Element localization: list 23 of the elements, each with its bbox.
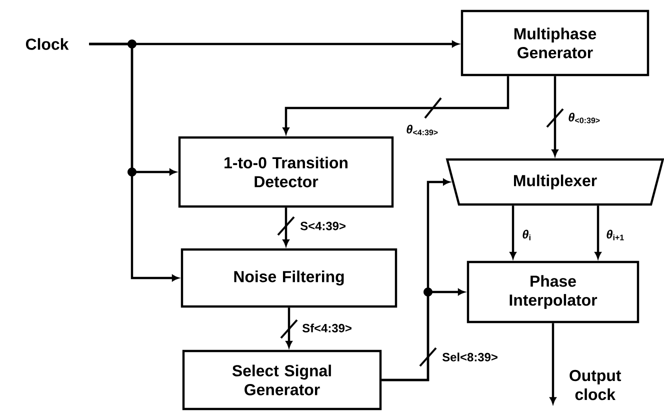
- edge-label: θ$_{i+1}$: [605, 228, 626, 242]
- arrow: [382, 288, 465, 382]
- edge-label: Output clock: [563, 368, 628, 402]
- signal-label: Clock: [26, 38, 69, 50]
- arrow: [552, 76, 558, 156]
- arrow: [282, 76, 510, 134]
- block-box: Select Signal Generator: [182, 350, 382, 410]
- edge-label: θ$_{i}$: [521, 228, 532, 242]
- edge-label: θ$_{<0:39>}$: [567, 112, 602, 124]
- arrow: [286, 308, 292, 348]
- arrow: [594, 206, 602, 259]
- edge-label: Sel<8:39>: [441, 352, 499, 362]
- block-box: Noise Filtering: [180, 248, 398, 308]
- arrow: [510, 206, 516, 259]
- edge-label: Sf<4:39>: [301, 322, 353, 334]
- block-box: 1-to-0 Transition Detector: [178, 136, 394, 208]
- block-box: Phase Interpolator: [466, 260, 640, 324]
- edge-label: S<4:39>: [299, 220, 347, 232]
- arrow: [89, 42, 179, 282]
- edge-label: θ$_{<4:39>}$: [405, 124, 440, 136]
- arrow: [550, 323, 556, 404]
- block-box: Multiphase Generator: [460, 10, 650, 76]
- arrow: [282, 208, 290, 246]
